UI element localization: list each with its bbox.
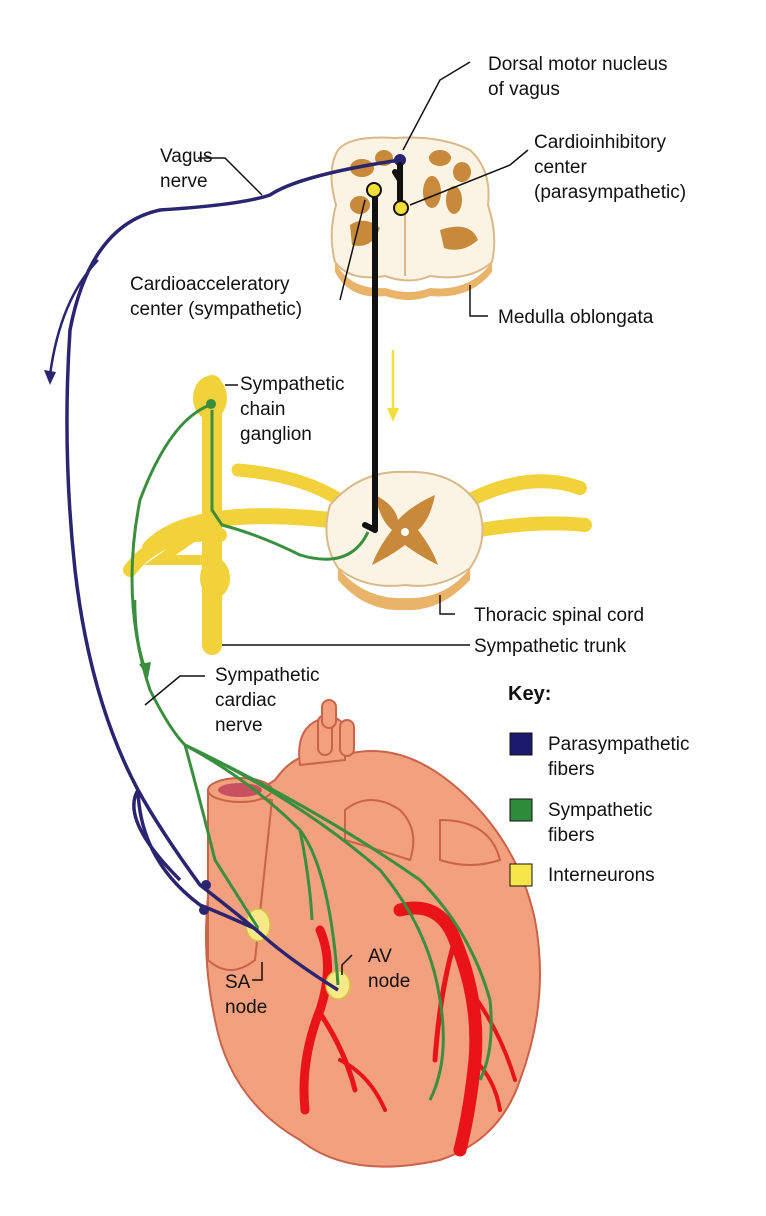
thoracic-spinal-cord (123, 463, 592, 611)
label-thoracic-spinal-cord: Thoracic spinal cord (474, 605, 644, 626)
label-cardioacceleratory-1: Cardioacceleratory (130, 274, 290, 295)
legend-label-parasympathetic-2: fibers (548, 759, 594, 780)
label-medulla: Medulla oblongata (498, 307, 654, 328)
chain-ganglion-synapse-dot (206, 399, 216, 409)
label-sa-node-2: node (225, 997, 267, 1018)
legend-swatch-interneurons (509, 863, 533, 887)
legend-label-interneurons: Interneurons (548, 865, 655, 886)
heart (205, 699, 541, 1168)
dorsal-motor-nucleus-dot (394, 154, 406, 166)
label-av-node-2: node (368, 971, 410, 992)
label-cardiac-nerve-1: Sympathetic (215, 665, 320, 686)
cardioacceleratory-center-dot (366, 182, 382, 198)
legend-title: Key: (508, 683, 551, 705)
label-dorsal-motor-nucleus-2: of vagus (488, 79, 560, 100)
vagus-synapse-dot (201, 880, 211, 890)
label-cardioinhibitory-3: (parasympathetic) (534, 182, 686, 203)
label-cardioinhibitory-2: center (534, 157, 587, 178)
vagus-synapse-dot (199, 905, 209, 915)
label-cardiac-nerve-3: nerve (215, 715, 263, 736)
legend: Key: Parasympathetic fibers Sympathetic … (508, 683, 690, 887)
label-chain-ganglion-3: ganglion (240, 424, 312, 445)
label-chain-ganglion-1: Sympathetic (240, 374, 345, 395)
medulla-oblongata (330, 136, 496, 300)
cardioinhibitory-center-dot (393, 200, 409, 216)
label-av-node-1: AV (368, 946, 392, 967)
label-sympathetic-trunk: Sympathetic trunk (474, 636, 627, 657)
sympathetic-descending-arrow (133, 599, 151, 678)
interneuron-tract (362, 162, 403, 533)
label-dorsal-motor-nucleus-1: Dorsal motor nucleus (488, 54, 668, 75)
label-chain-ganglion-2: chain (240, 399, 285, 420)
label-cardioacceleratory-2: center (sympathetic) (130, 299, 302, 320)
label-vagus-2: nerve (160, 171, 208, 192)
legend-label-sympathetic-1: Sympathetic (548, 800, 653, 821)
label-vagus-1: Vagus (160, 146, 212, 167)
legend-label-parasympathetic-1: Parasympathetic (548, 734, 690, 755)
leader-lines (144, 61, 529, 981)
legend-swatch-parasympathetic (509, 732, 533, 756)
vagus-descending-arrow (44, 259, 99, 385)
legend-label-sympathetic-2: fibers (548, 825, 594, 846)
label-cardioinhibitory-1: Cardioinhibitory (534, 132, 667, 153)
interneuron-arrow (387, 350, 399, 422)
legend-swatch-sympathetic (509, 798, 533, 822)
sympathetic-fibers (130, 403, 493, 1101)
sympathetic-trunk (144, 375, 230, 655)
label-sa-node-1: SA (225, 972, 251, 993)
label-cardiac-nerve-2: cardiac (215, 690, 276, 711)
